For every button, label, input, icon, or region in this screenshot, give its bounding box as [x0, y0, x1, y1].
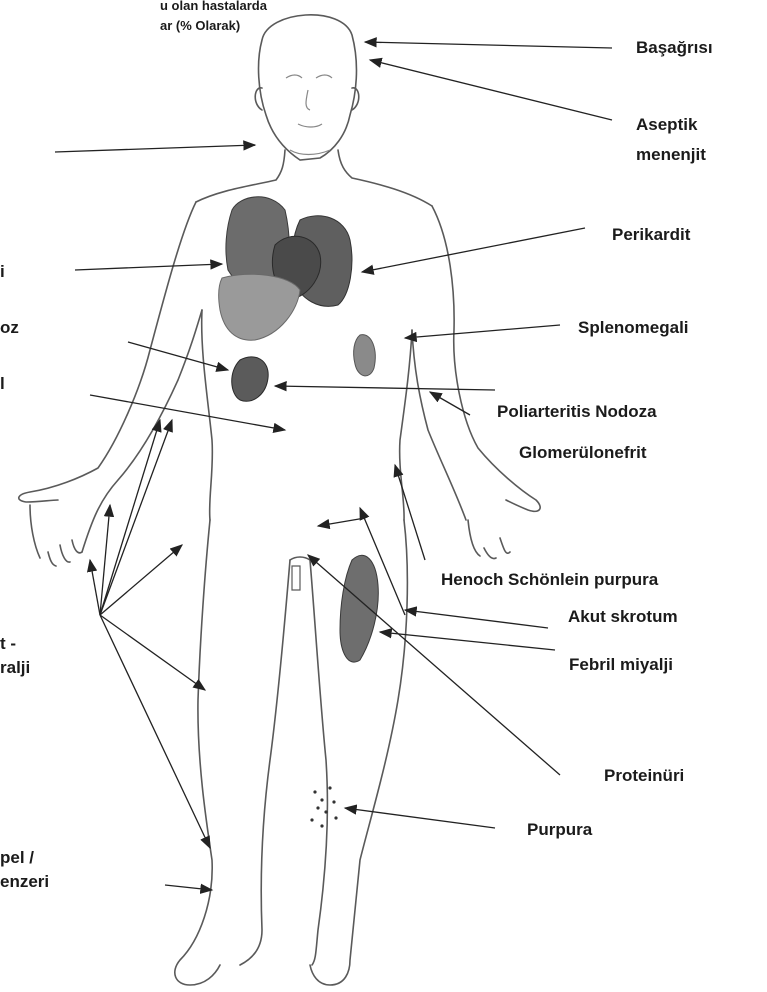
label-left-cut-5: pel / enzeri — [0, 846, 49, 894]
label-aseptic-meningitis: Aseptik menenjit — [636, 110, 706, 170]
label-headache: Başağrısı — [636, 38, 713, 58]
label-splenomegaly: Splenomegali — [578, 318, 689, 338]
label-polyarteritis-nodosa: Poliarteritis Nodoza — [497, 402, 657, 422]
caption-line-2: ar (% Olarak) — [160, 17, 240, 34]
label-left-cut-4: t - ralji — [0, 632, 30, 680]
face — [286, 75, 332, 155]
label-left-cut-3: l — [0, 374, 5, 394]
label-henoch-schonlein-purpura: Henoch Schönlein purpura — [441, 570, 658, 590]
pointer-arrows — [55, 42, 612, 890]
label-febrile-myalgia: Febril miyalji — [569, 655, 673, 675]
thigh-muscle — [340, 555, 378, 662]
label-purpura: Purpura — [527, 820, 592, 840]
purpura-dots — [310, 786, 337, 827]
label-acute-scrotum: Akut skrotum — [568, 607, 678, 627]
kidney — [232, 357, 268, 401]
label-proteinuria: Proteinüri — [604, 766, 684, 786]
spleen — [354, 335, 376, 376]
label-left-cut-1: i — [0, 262, 5, 282]
liver — [219, 274, 300, 340]
label-left-cut-2: oz — [0, 318, 19, 338]
body-outline — [19, 15, 540, 985]
caption-line-1: u olan hastalarda — [160, 0, 267, 14]
label-glomerulonephritis: Glomerülonefrit — [519, 443, 647, 463]
label-pericarditis: Perikardit — [612, 225, 690, 245]
